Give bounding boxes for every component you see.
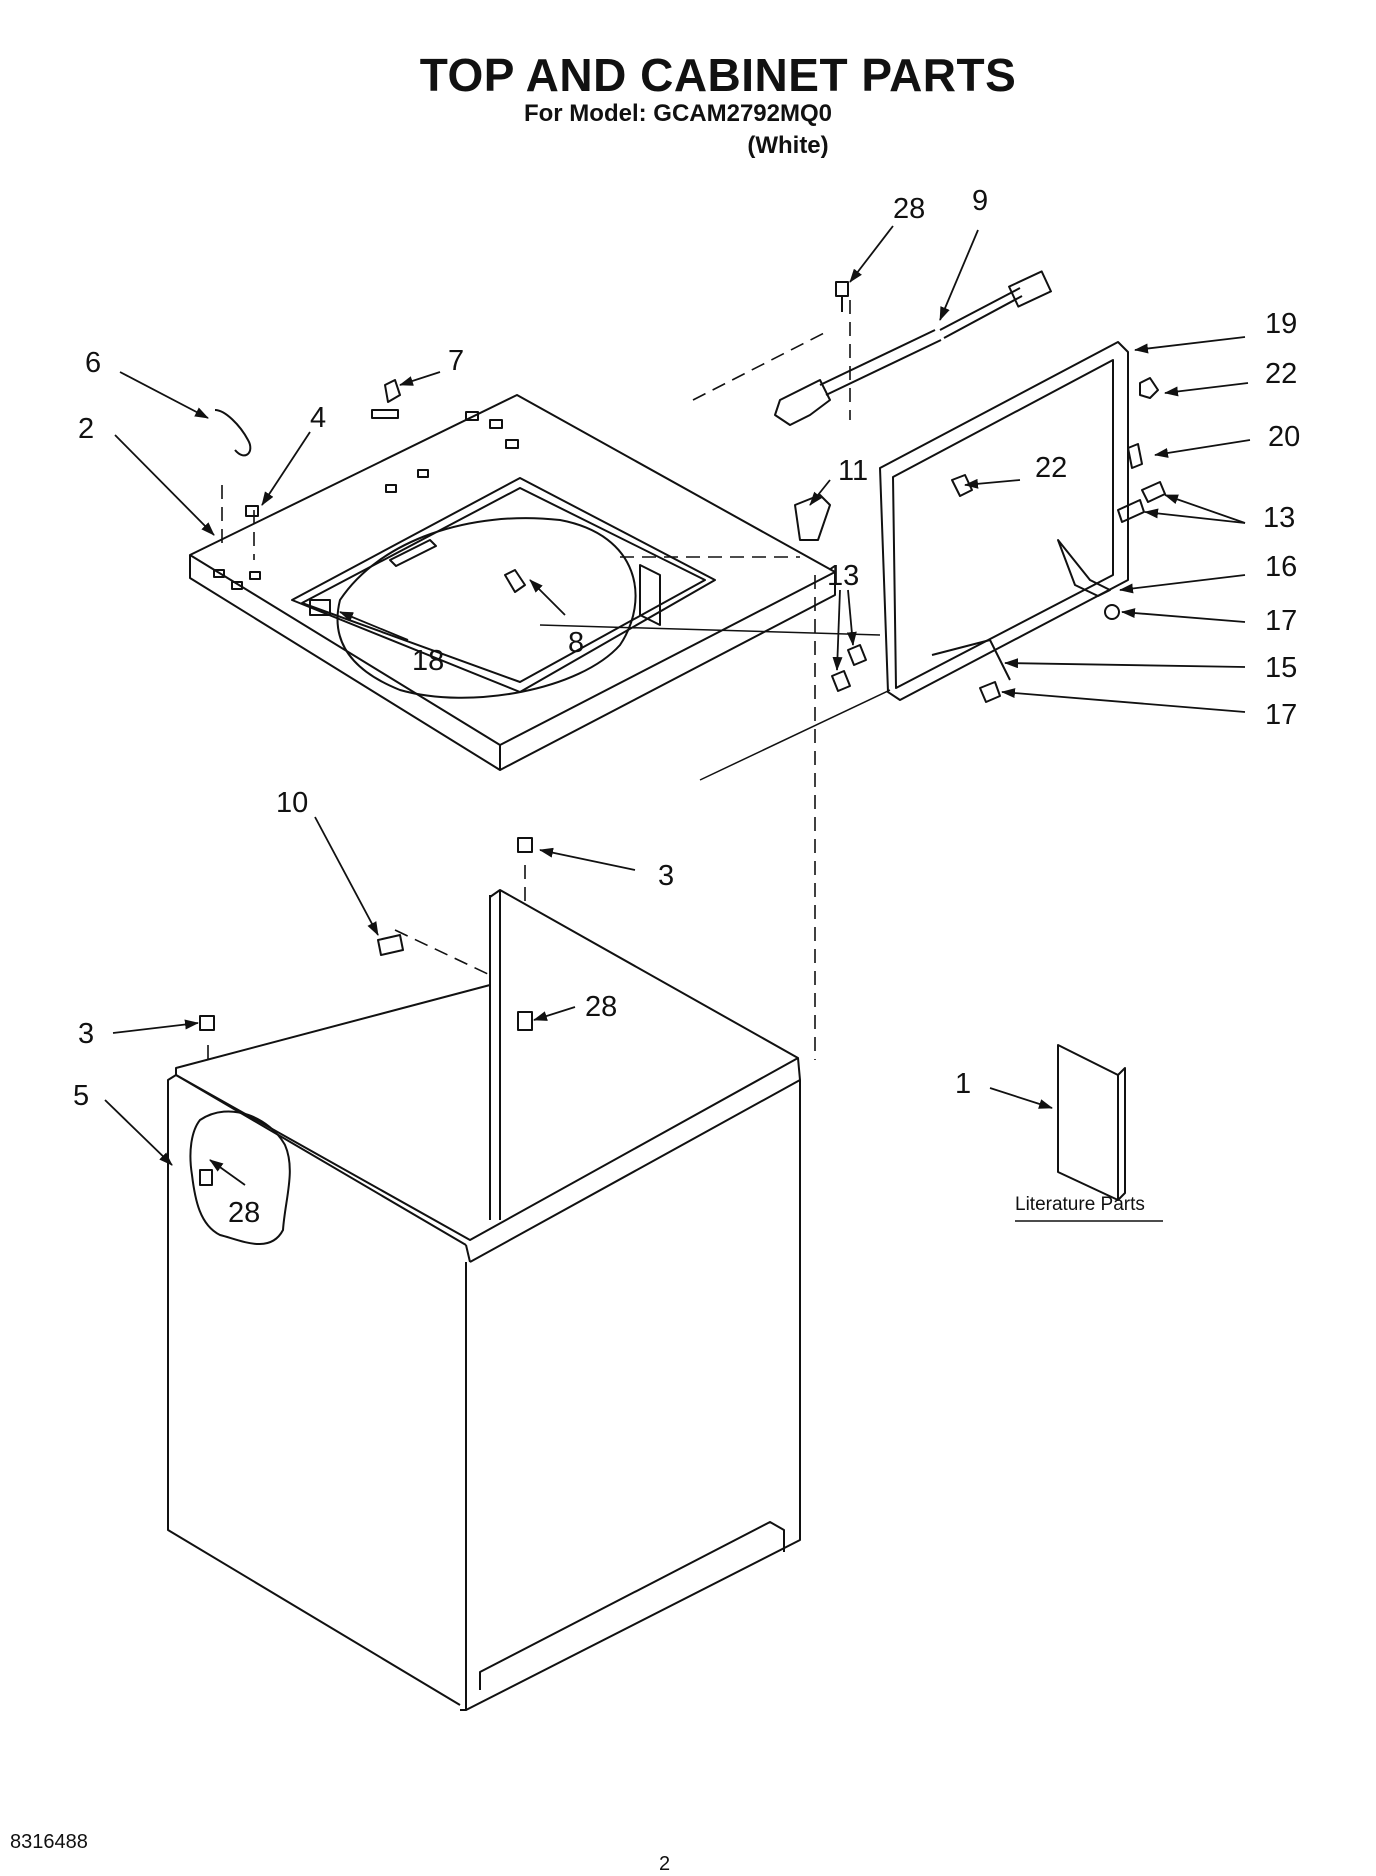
callout-7: 7 <box>448 345 464 377</box>
callout-6: 6 <box>85 347 101 379</box>
page-number: 2 <box>659 1853 671 1875</box>
callout-11: 11 <box>838 455 868 487</box>
callout-18: 18 <box>412 645 444 677</box>
leader-lines <box>207 300 851 1090</box>
callout-22-right: 22 <box>1265 358 1297 390</box>
callout-1: 1 <box>955 1068 971 1100</box>
control-panel-frame <box>879 341 1129 701</box>
callout-arrows <box>104 225 1251 1186</box>
callout-13-left: 13 <box>827 560 859 592</box>
document-number: 8316488 <box>10 1831 88 1853</box>
callout-19: 19 <box>1265 308 1297 340</box>
model-subtitle: For Model: GCAM2792MQ0 <box>523 100 833 127</box>
callout-8: 8 <box>568 627 584 659</box>
callout-2: 2 <box>78 413 94 445</box>
callout-10: 10 <box>276 787 308 819</box>
page-title: TOP AND CABINET PARTS <box>419 49 1017 101</box>
callout-28-top: 28 <box>893 193 925 225</box>
color-variant: (White) <box>747 132 829 159</box>
callout-16: 16 <box>1265 551 1297 583</box>
callout-3-lower: 3 <box>78 1018 94 1050</box>
callout-17-upper: 17 <box>1265 605 1297 637</box>
cabinet <box>167 889 801 1711</box>
literature-booklet <box>1015 1044 1163 1222</box>
callout-13-right: 13 <box>1263 502 1295 534</box>
callout-4: 4 <box>310 402 326 434</box>
callout-labels: 28 9 19 22 20 22 13 16 17 15 17 13 11 6 … <box>73 185 1300 1229</box>
callout-28-middle: 28 <box>585 991 617 1023</box>
callout-20: 20 <box>1268 421 1300 453</box>
literature-parts-label: Literature Parts <box>1015 1194 1145 1215</box>
callout-3-upper: 3 <box>658 860 674 892</box>
callout-22-left: 22 <box>1035 452 1067 484</box>
wire-harness <box>774 270 1052 426</box>
callout-15: 15 <box>1265 652 1297 684</box>
callout-9: 9 <box>972 185 988 217</box>
callout-17-lower: 17 <box>1265 699 1297 731</box>
callout-28-bottom: 28 <box>228 1197 260 1229</box>
hardware <box>199 281 1166 1186</box>
callout-5: 5 <box>73 1080 89 1112</box>
washer-top <box>189 394 836 771</box>
